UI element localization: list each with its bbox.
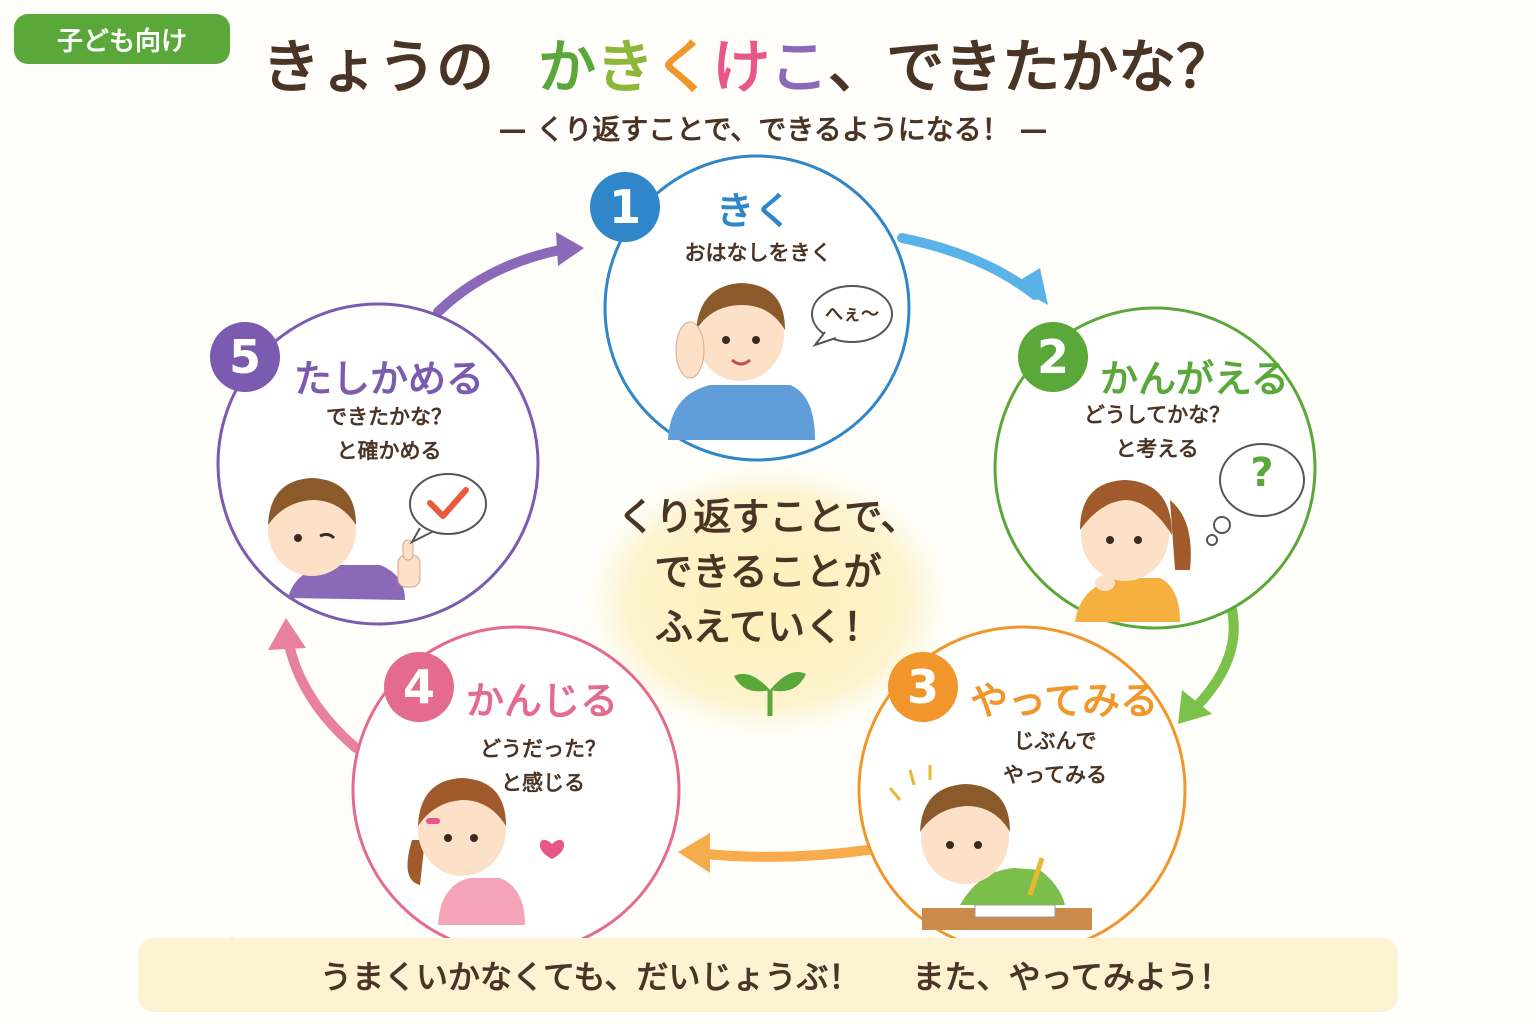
question-mark-icon: ?: [1250, 450, 1274, 496]
listening-boy-illustration: [668, 283, 815, 440]
center-line-1: くり返すことで、: [617, 495, 919, 539]
title-char-ke: け: [712, 33, 771, 101]
step-4-desc-line2: と感じる: [501, 771, 585, 795]
arrow-3-to-4: [678, 833, 873, 873]
thinking-girl-illustration: [1075, 480, 1191, 622]
arrow-2-to-3: [1178, 605, 1239, 724]
title-char-ku: く: [654, 33, 713, 101]
step-2-desc-line1: どうしてかな？: [1083, 403, 1231, 427]
page-title: きょうの か き く け こ 、できたかな？: [262, 20, 1282, 104]
bottom-text-2: また、やってみよう！: [912, 958, 1231, 996]
thumbs-up-boy-illustration: [268, 478, 421, 600]
heart-icon: [539, 839, 565, 859]
center-line-3: ふえていく！: [654, 605, 882, 649]
check-mark-icon: [427, 487, 469, 519]
title-char-ko: こ: [770, 33, 829, 101]
step-3-desc-line2: やってみる: [1003, 763, 1107, 787]
step-5-title: たしかめる: [294, 357, 485, 401]
arrow-1-to-2: [897, 233, 1048, 305]
step-4-desc-line1: どうだった？: [480, 737, 606, 761]
arrow-5-to-1: [433, 232, 584, 317]
step-3-title: やってみる: [970, 679, 1159, 723]
step-5-desc-line1: できたかな？: [326, 405, 452, 429]
writing-boy-illustration: [888, 765, 1092, 930]
step-2-circle: [993, 306, 1317, 630]
center-line-2: できることが: [654, 550, 882, 594]
step-1-title: きく: [716, 189, 793, 233]
step-2-title: かんがえる: [1100, 357, 1289, 401]
subtitle: — くり返すことで、できるようになる！ —: [498, 113, 1048, 146]
kids-badge: 子ども向け: [14, 14, 230, 64]
center-glow: [568, 450, 968, 750]
step-1-bubble-text: へぇ〜: [825, 304, 879, 325]
step-3-number: 3: [888, 652, 958, 722]
title-char-ka: か: [538, 33, 597, 101]
step-5-number: 5: [210, 322, 280, 392]
step-1-desc-line1: おはなしをきく: [684, 241, 832, 265]
step-2-number: 2: [1018, 322, 1088, 392]
step-2-desc-line2: と考える: [1115, 437, 1199, 461]
step-4-title: かんじる: [466, 679, 619, 723]
step-4-number: 4: [384, 652, 454, 722]
step-5-desc-line2: と確かめる: [336, 439, 442, 463]
bottom-message: うまくいかなくても、だいじょうぶ！ また、やってみよう！: [320, 950, 1260, 1000]
title-prefix: きょうの: [262, 33, 495, 101]
bottom-text-1: うまくいかなくても、だいじょうぶ！: [320, 958, 861, 996]
bottom-message-bar: [138, 938, 1398, 1012]
title-suffix: 、できたかな？: [828, 33, 1235, 101]
thought-bubble-step2: [1206, 443, 1305, 546]
title-char-ki: き: [596, 33, 655, 101]
step-1-number: 1: [590, 172, 660, 242]
speech-bubble-step1: [811, 285, 893, 347]
feeling-girl-illustration: [407, 778, 525, 925]
center-message: くり返すことで、 できることが ふえていく！: [600, 490, 936, 655]
step-3-desc-line1: じぶんで: [1013, 729, 1097, 753]
arrow-4-to-5: [268, 618, 361, 753]
sprout-icon: [734, 672, 806, 716]
